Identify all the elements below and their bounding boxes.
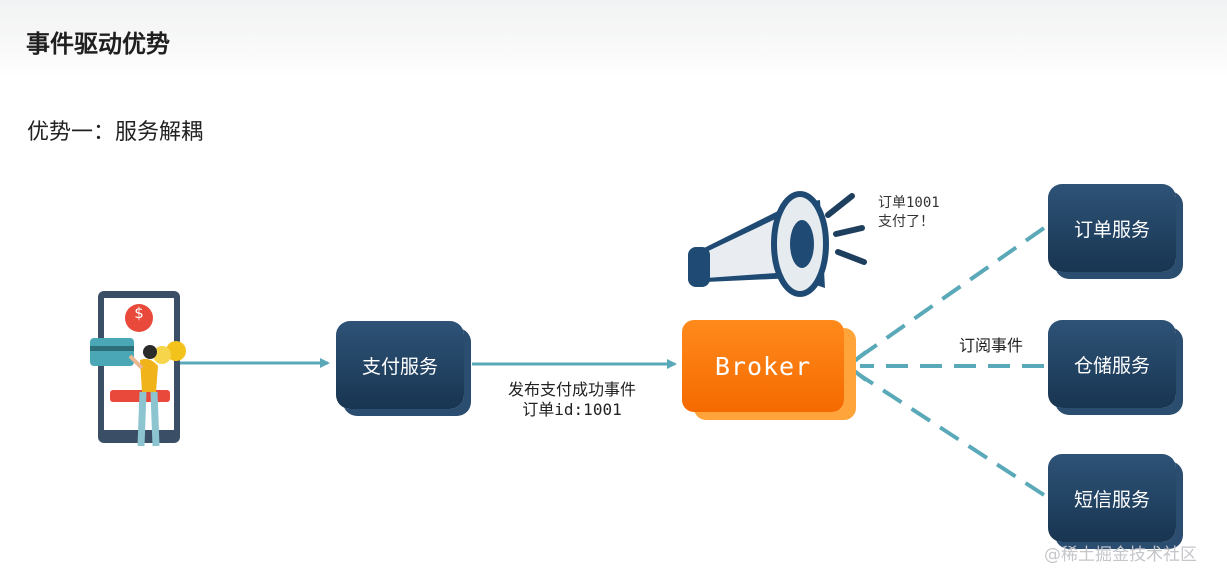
broker-arrowhead <box>844 350 868 382</box>
edge-sms-to-broker <box>856 372 1046 497</box>
watermark: @稀土掘金技术社区 <box>1044 545 1197 565</box>
announcement-text: 订单1001 支付了！ <box>878 194 940 232</box>
subscribe-event-label: 订阅事件 <box>958 336 1023 355</box>
phone-payment-illustration <box>90 291 186 447</box>
edge-order-to-broker <box>856 226 1046 360</box>
announcement-line-1: 订单1001 <box>878 195 940 211</box>
pay-service-node: 支付服务 <box>336 321 464 409</box>
announcement-line-2: 支付了！ <box>878 214 934 230</box>
header-band <box>0 0 1227 78</box>
order-service-node: 订单服务 <box>1048 184 1176 272</box>
publish-event-label: 发布支付成功事件 <box>507 380 636 399</box>
page-title: 事件驱动优势 <box>26 30 170 58</box>
publish-order-id-label: 订单id:1001 <box>522 400 622 419</box>
dollar-icon: $ <box>134 304 144 322</box>
broker-node: Broker <box>682 320 844 412</box>
sms-service-node: 短信服务 <box>1048 454 1176 542</box>
megaphone-icon <box>688 191 867 297</box>
storage-service-node: 仓储服务 <box>1048 320 1176 408</box>
subtitle: 优势一：服务解耦 <box>27 120 204 145</box>
